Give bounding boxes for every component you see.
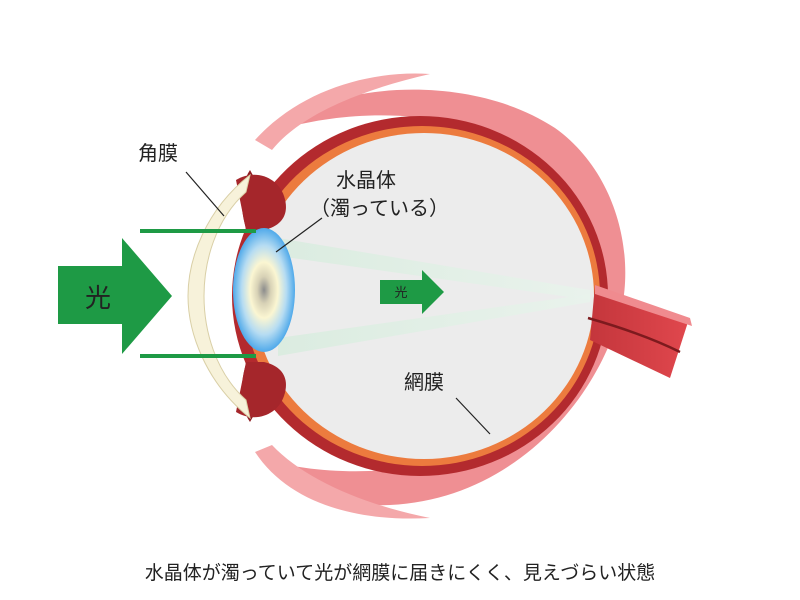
light-arrow-large	[58, 238, 172, 354]
retina-label: 網膜	[404, 370, 444, 394]
caption: 水晶体が濁っていて光が網膜に届きにくく、見えづらい状態	[144, 562, 656, 584]
optic-nerve-sheath	[595, 285, 692, 326]
light-arrow-small-label: 光	[394, 286, 407, 301]
lens-note-label: （濁っている）	[310, 196, 449, 220]
optic-nerve	[590, 285, 688, 378]
lens	[233, 228, 295, 352]
optic-nerve-line	[587, 316, 681, 354]
cornea-leader-line	[185, 171, 225, 217]
lens-leader-line	[275, 217, 323, 253]
light-arrow-large-label: 光	[85, 284, 111, 314]
sclera-outer-band	[255, 73, 430, 150]
light-beam-lower	[278, 294, 590, 356]
sclera-outer-band-bottom	[255, 445, 430, 519]
cornea-label: 角膜	[138, 141, 178, 165]
light-beam-upper	[278, 238, 590, 300]
ciliary-body	[236, 174, 286, 230]
light-arrow-small	[380, 270, 444, 314]
ciliary-body-bottom	[236, 362, 286, 418]
lens-label: 水晶体	[336, 168, 396, 192]
retina-leader-line	[455, 397, 491, 435]
